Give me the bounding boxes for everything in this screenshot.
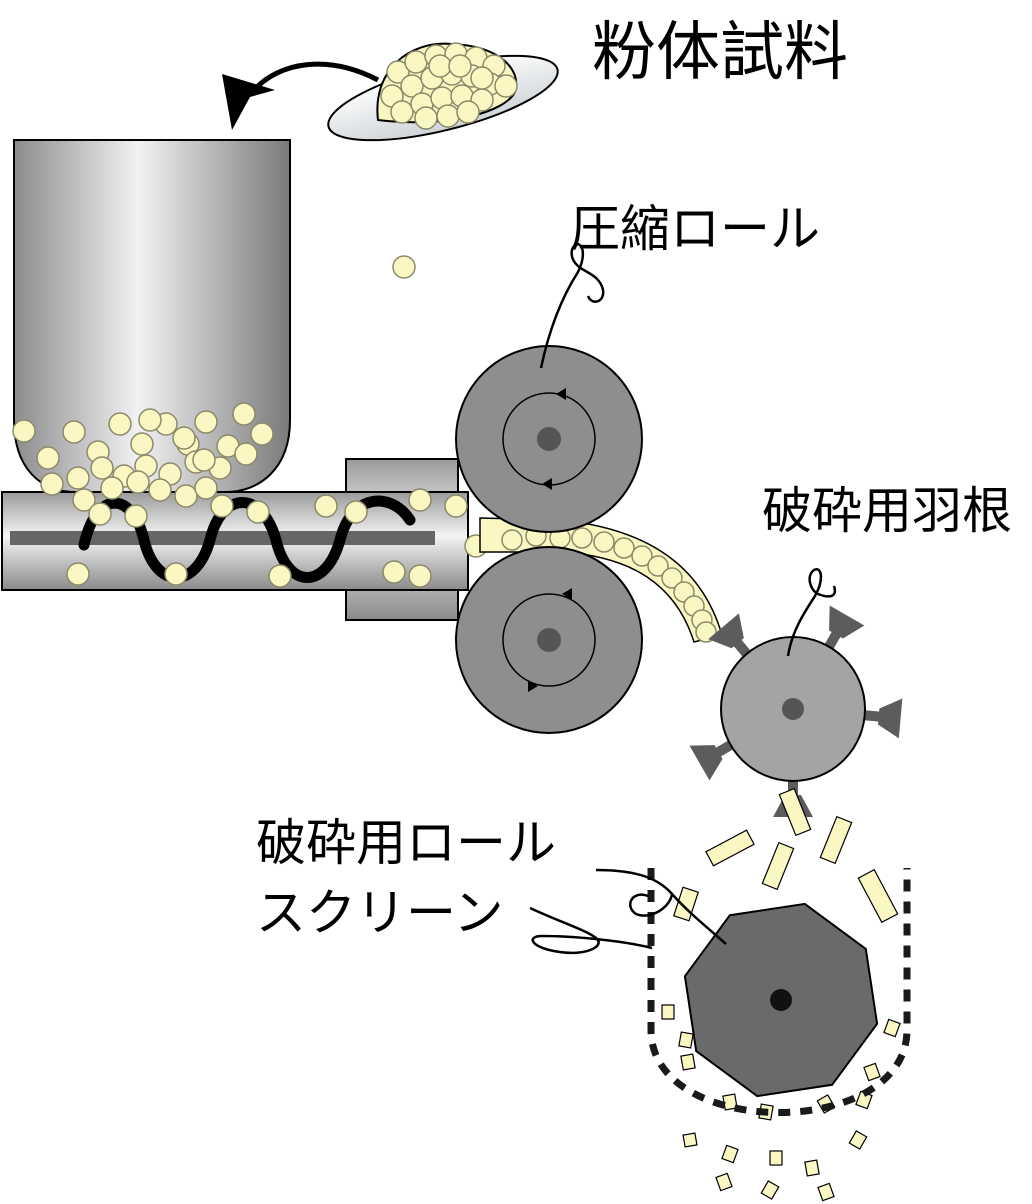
compressed-particle	[647, 555, 669, 577]
powder-particle	[194, 410, 218, 434]
label-crushing-roll: 破砕用ロール	[256, 814, 556, 872]
powder-particle	[268, 564, 292, 588]
mound-particles	[380, 42, 518, 130]
powder-particle	[448, 54, 472, 78]
powder-particle	[386, 60, 410, 84]
falling-particle	[392, 255, 416, 279]
label-crushing-blade: 破砕用羽根	[762, 482, 1012, 540]
powder-particle	[66, 466, 90, 490]
compressed-particle	[661, 567, 683, 589]
granule	[661, 1004, 675, 1020]
leader-crushing-roll	[595, 868, 727, 945]
powder-particle	[172, 426, 196, 450]
compressed-particle	[631, 545, 653, 567]
powder-sample-dish	[327, 42, 559, 142]
falling-granules	[661, 787, 901, 1202]
powder-particle	[436, 104, 460, 128]
powder-particle	[344, 500, 368, 524]
powder-particle	[194, 476, 218, 500]
powder-particle	[164, 562, 188, 586]
powder-particle	[414, 106, 438, 130]
label-compression-roll: 圧縮ロール	[570, 200, 820, 258]
crushing-roll-hub	[770, 989, 792, 1011]
granule	[761, 841, 795, 891]
granule	[721, 1144, 739, 1164]
powder-particle	[234, 442, 258, 466]
powder-particle	[88, 502, 112, 526]
feed-arrow-icon	[250, 61, 380, 94]
powder-particle	[408, 488, 432, 512]
powder-particle	[36, 446, 60, 470]
roll-hub	[537, 427, 561, 451]
granule	[819, 815, 853, 865]
powder-particle	[246, 500, 270, 524]
leader-compression-roll	[539, 242, 605, 369]
powder-particle	[90, 456, 114, 480]
powder-particle	[408, 564, 432, 588]
powder-particle	[108, 412, 132, 436]
granule	[883, 1018, 901, 1038]
powder-particle	[250, 422, 274, 446]
screen	[647, 868, 911, 1116]
powder-particle	[400, 74, 424, 98]
granule	[848, 1130, 868, 1150]
label-powder-sample: 粉体試料	[592, 16, 848, 90]
powder-particle	[314, 494, 338, 518]
powder-particle	[390, 100, 414, 124]
powder-particle	[66, 562, 90, 586]
powder-particle	[192, 448, 216, 472]
powder-particle	[174, 484, 198, 508]
granule	[705, 829, 755, 867]
compressed-particle	[613, 537, 635, 559]
compressed-particle	[501, 529, 523, 551]
compressed-particle	[571, 527, 593, 549]
powder-particle	[138, 408, 162, 432]
powder-particle	[428, 54, 452, 78]
screw-shaft	[10, 531, 435, 545]
granule	[769, 1150, 783, 1166]
rotor-hub	[782, 698, 804, 720]
granule	[680, 1053, 696, 1071]
crushing-roll	[683, 902, 879, 1098]
powder-particle	[100, 476, 124, 500]
hopper-particles	[12, 402, 274, 512]
feed-arrow-head-icon	[222, 74, 275, 130]
granule	[678, 1031, 694, 1049]
powder-particle	[148, 478, 172, 502]
powder-particle	[72, 488, 96, 512]
leader-crushing-blade	[786, 568, 837, 657]
sheet-particles	[501, 525, 717, 643]
granule	[857, 868, 899, 924]
powder-particle	[130, 432, 154, 456]
powder-particle	[232, 402, 256, 426]
granule	[863, 1062, 881, 1082]
granule	[778, 787, 812, 837]
granule	[817, 1182, 835, 1202]
powder-particle	[124, 504, 148, 528]
leader-screen	[529, 906, 653, 955]
powder-particle	[210, 494, 234, 518]
powder-particle	[494, 74, 518, 98]
label-screen: スクリーン	[256, 884, 504, 942]
powder-particle	[126, 470, 150, 494]
granule	[804, 1159, 820, 1177]
roll-hub	[537, 628, 561, 652]
powder-particle	[12, 419, 36, 443]
powder-particle	[40, 472, 64, 496]
granule	[682, 1132, 698, 1148]
granule	[760, 1180, 780, 1200]
powder-particle	[470, 66, 494, 90]
compression-roll-lower	[455, 546, 643, 734]
compression-roll-upper	[455, 345, 643, 533]
crushing-blade-rotor	[689, 605, 903, 817]
rotation-arrow-icon	[502, 593, 596, 687]
compressed-particle	[593, 531, 615, 553]
powder-particle	[444, 494, 468, 518]
granule	[715, 1172, 733, 1192]
powder-particle	[456, 100, 480, 124]
powder-particle	[62, 420, 86, 444]
powder-particle	[382, 560, 406, 584]
